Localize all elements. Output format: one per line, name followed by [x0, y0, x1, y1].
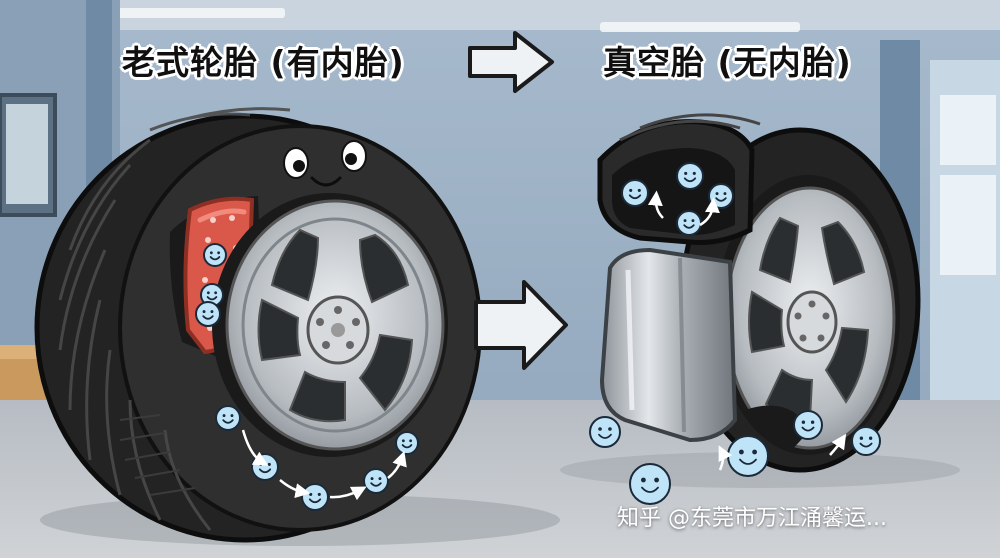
air-bubble-face-icon: [215, 405, 241, 431]
air-bubble-face-icon: [708, 183, 734, 209]
air-bubble-face-icon: [301, 483, 329, 511]
air-bubble-face-icon: [629, 463, 671, 505]
air-bubble-face-icon: [676, 162, 704, 190]
air-bubble-face-icon: [851, 426, 881, 456]
air-motion-lines: [241, 190, 847, 501]
air-bubble-face-icon: [395, 431, 419, 455]
tubeless-tire: [597, 113, 921, 473]
air-bubble-face-icon: [200, 283, 224, 307]
air-bubble-face-icon: [203, 243, 227, 267]
air-bubble-group: [195, 162, 881, 511]
air-bubble-face-icon: [727, 435, 769, 477]
arrow-right-icon: [468, 31, 554, 93]
old-tire-heading: 老式轮胎 (有内胎): [122, 43, 405, 82]
air-bubble-face-icon: [195, 301, 221, 327]
air-bubble-face-icon: [363, 468, 389, 494]
air-bubble-face-icon: [793, 410, 823, 440]
tire-face-icon: [283, 140, 367, 187]
watermark: 知乎 @东莞市万江涌馨运...: [617, 506, 887, 531]
tubeless-tire-heading: 真空胎 (无内胎): [603, 43, 852, 82]
air-bubble-face-icon: [676, 210, 702, 236]
arrow-right-icon: [474, 280, 568, 370]
air-bubble-face-icon: [621, 179, 649, 207]
air-bubble-face-icon: [589, 416, 621, 448]
tire-with-inner-tube: [34, 107, 482, 543]
